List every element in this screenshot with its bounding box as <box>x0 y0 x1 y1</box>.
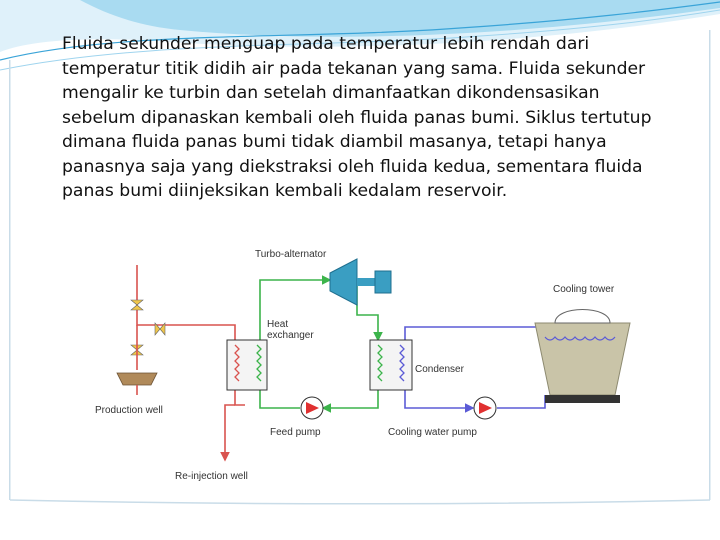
heat-exchanger-coil-cold <box>256 344 262 382</box>
cooling-tower-label: Cooling tower <box>553 284 615 295</box>
condenser-to-pump-pipe <box>404 390 475 413</box>
reinjection-well-label: Re-injection well <box>175 471 248 482</box>
alternator-icon <box>374 270 392 294</box>
heat-exchanger-coil-hot <box>234 344 240 382</box>
condenser-coil-hot <box>377 344 383 382</box>
pump-to-tower-pipe <box>497 395 546 409</box>
heat-exchanger-label-line2: exchanger <box>267 330 314 341</box>
geothermal-fluid-loop <box>136 265 245 462</box>
bottom-border-curve <box>9 499 711 505</box>
cooling-tower-spray <box>544 336 616 341</box>
hx-to-feed-pipe <box>234 390 245 406</box>
production-pipe <box>136 265 236 340</box>
cooling-tower <box>534 309 631 403</box>
condenser <box>369 339 413 391</box>
turbo-alternator-label: Turbo-alternator <box>255 249 327 260</box>
turbo-alternator <box>329 258 392 306</box>
heat-exchanger-label-line1: Heat <box>267 319 288 330</box>
condenser-to-feedpump-pipe <box>321 390 379 413</box>
right-border-line <box>709 30 711 500</box>
heat-exchanger <box>226 339 268 391</box>
production-well-valves <box>116 299 166 395</box>
top-wave-line-1 <box>0 1 720 61</box>
top-wave-band <box>80 0 720 37</box>
geothermal-binary-cycle-diagram: Turbo-alternator Heat exchanger Condense… <box>95 249 631 482</box>
condenser-label: Condenser <box>415 364 465 375</box>
reinjection-pipe <box>220 404 235 462</box>
feed-pump-label: Feed pump <box>270 427 321 438</box>
cooling-tower-shell <box>534 322 631 396</box>
secondary-fluid-loop <box>259 275 383 413</box>
tower-to-condenser-pipe <box>404 326 540 340</box>
turbine-icon <box>329 258 358 306</box>
cooling-tower-fan-icon <box>554 309 611 324</box>
hx-to-turbine-pipe <box>259 275 332 340</box>
alternator-shaft <box>357 278 375 286</box>
condenser-body <box>369 339 413 391</box>
valve-icon <box>130 299 144 311</box>
valve-icon <box>154 322 166 336</box>
top-wave-line-2 <box>0 9 720 71</box>
condenser-coil-cold <box>399 344 405 382</box>
wellhead-icon <box>116 372 158 386</box>
cooling-water-pump-label: Cooling water pump <box>388 427 477 438</box>
feed-pump <box>300 396 324 420</box>
cooling-water-pump <box>473 396 497 420</box>
left-border-line <box>9 60 11 500</box>
feedpump-to-hx-pipe <box>259 390 300 409</box>
slide-paragraph: Fluida sekunder menguap pada temperatur … <box>62 34 652 201</box>
cooling-tower-basin <box>545 395 620 403</box>
production-well-label: Production well <box>95 405 163 416</box>
